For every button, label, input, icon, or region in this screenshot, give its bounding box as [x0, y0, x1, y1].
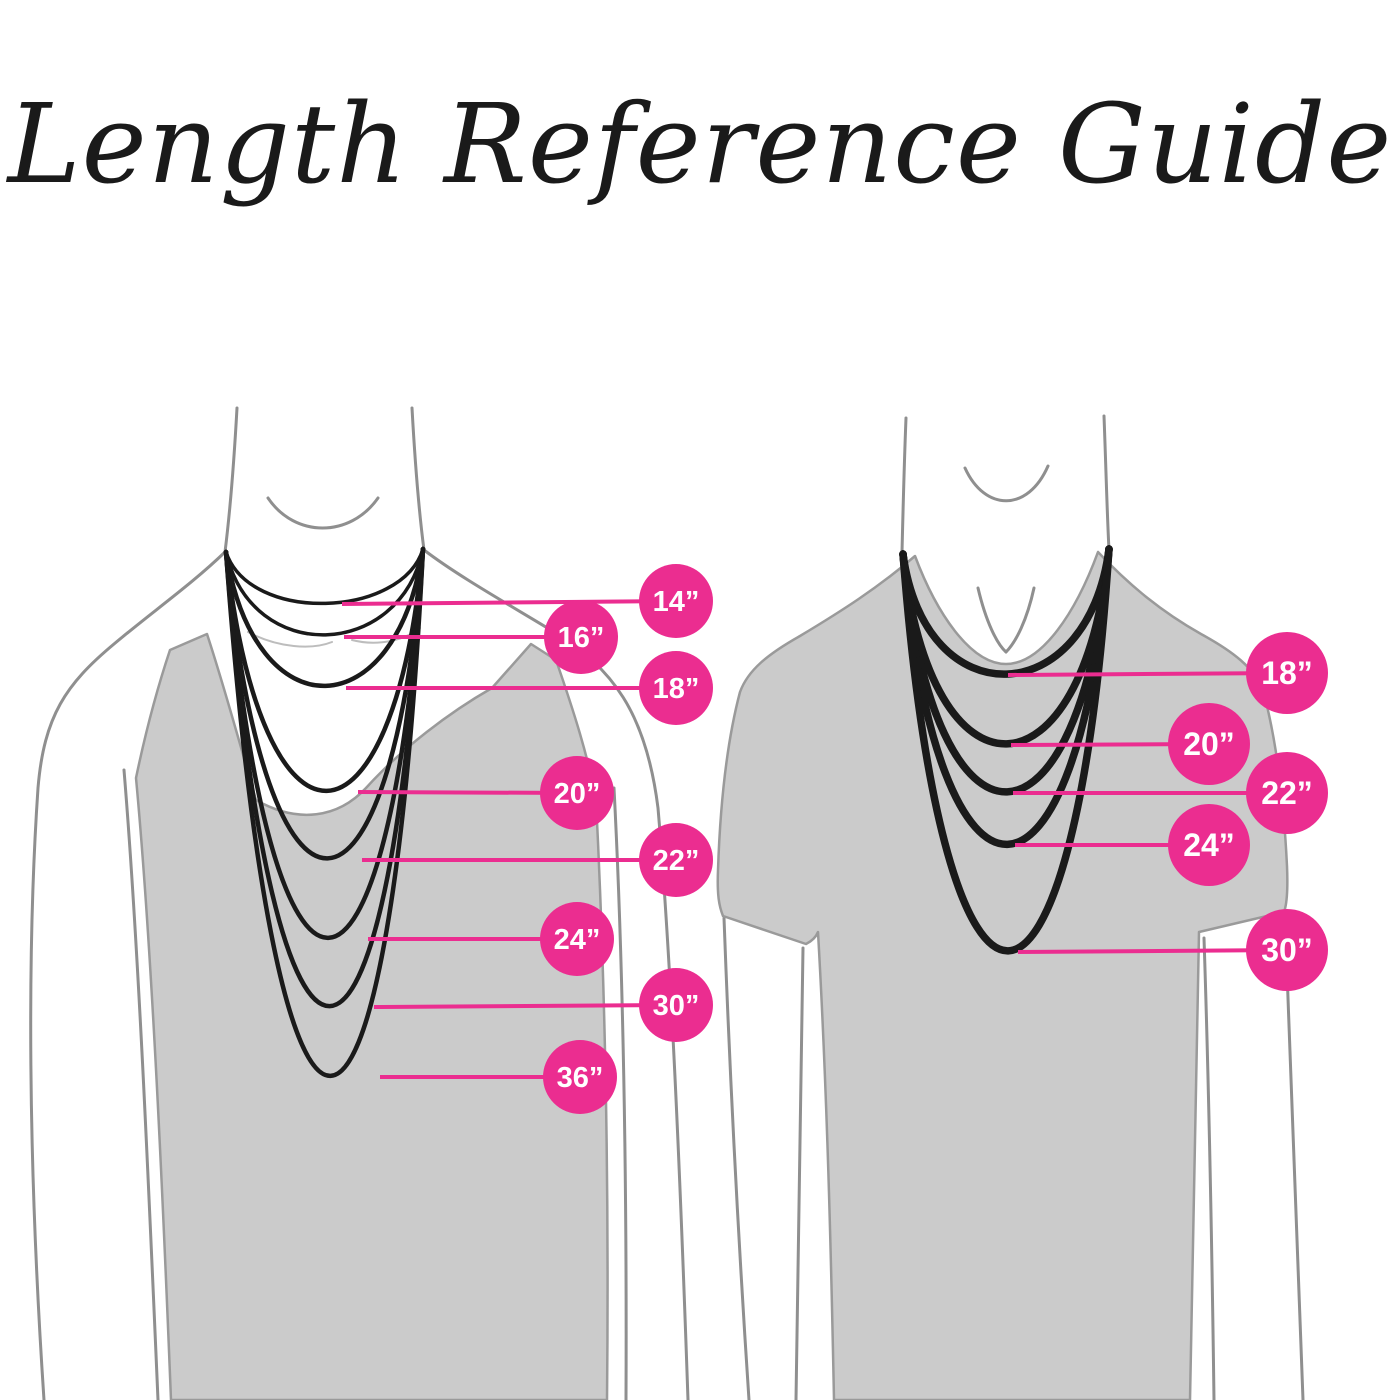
- necklace-30in: [223, 546, 426, 1009]
- badge-label-22in: 22”: [653, 845, 700, 877]
- measure-20in-male: 20”: [1010, 703, 1250, 785]
- female-shoulder-arm-left: [29, 550, 227, 1400]
- badge-label-30in: 30”: [653, 990, 700, 1022]
- necklace-20in: [223, 546, 426, 794]
- necklace-22in-male: [899, 545, 1113, 796]
- necklace-24in-male: [899, 545, 1113, 848]
- male-figure: 18” 20” 22” 24”: [716, 414, 1328, 1400]
- badge-label-16in: 16”: [558, 622, 605, 654]
- male-chin-curve: [963, 464, 1050, 503]
- badge-label-20in-male: 20”: [1183, 726, 1235, 762]
- measure-36in: 36”: [380, 1040, 617, 1114]
- measure-22in-male: 22”: [1013, 752, 1328, 834]
- male-neck-right-line: [1102, 414, 1111, 552]
- badge-14in: [639, 564, 713, 638]
- measure-18in-male: 18”: [1007, 632, 1328, 714]
- male-throat-line-left: [976, 586, 1008, 654]
- measure-20in: 20”: [357, 756, 614, 830]
- female-necklaces: [223, 546, 426, 1078]
- badge-18in-male: [1246, 632, 1328, 714]
- male-throat-line-right: [1004, 586, 1036, 654]
- badge-24in-male: [1168, 804, 1250, 886]
- badge-label-18in: 18”: [653, 673, 700, 705]
- necklace-24in: [223, 546, 426, 941]
- male-necklaces: [899, 545, 1113, 955]
- badge-22in: [639, 823, 713, 897]
- badge-18in: [639, 651, 713, 725]
- necklace-36in: [223, 546, 426, 1078]
- female-measure-labels: 14” 16” 18” 20”: [341, 564, 713, 1114]
- badge-20in: [540, 756, 614, 830]
- female-throat-curve: [266, 496, 380, 530]
- badge-label-24in: 24”: [554, 924, 601, 956]
- badge-24in: [540, 902, 614, 976]
- female-collarbone-left: [247, 631, 333, 648]
- badge-label-18in-male: 18”: [1261, 655, 1313, 691]
- badge-label-22in-male: 22”: [1261, 775, 1313, 811]
- badge-30in-male: [1246, 909, 1328, 991]
- badge-30in: [639, 968, 713, 1042]
- badge-22in-male: [1246, 752, 1328, 834]
- necklace-18in: [223, 546, 426, 689]
- male-forearm-left-inner: [794, 946, 805, 1400]
- necklace-14in: [224, 547, 425, 606]
- measure-line-30in-male: [1017, 948, 1288, 954]
- measure-30in-male: 30”: [1017, 909, 1328, 991]
- measure-line-14in: [341, 599, 677, 606]
- measure-24in: 24”: [368, 902, 614, 976]
- female-neck-right-line: [410, 406, 426, 552]
- female-skin-outline: [29, 406, 690, 1400]
- measure-line-30in: [373, 1003, 677, 1009]
- male-neck-left-line: [900, 416, 908, 554]
- badge-20in-male: [1168, 703, 1250, 785]
- female-tank-top: [134, 632, 609, 1400]
- female-neck-left-line: [223, 406, 239, 554]
- measure-14in: 14”: [341, 564, 713, 638]
- measure-22in: 22”: [362, 823, 713, 897]
- female-inner-arm-left: [122, 768, 160, 1400]
- measure-30in: 30”: [373, 968, 713, 1042]
- badge-16in: [544, 600, 618, 674]
- measure-line-18in-male: [1007, 671, 1288, 677]
- male-forearm-left-outer: [722, 916, 751, 1400]
- badge-label-14in: 14”: [653, 586, 700, 618]
- badge-label-20in: 20”: [554, 778, 601, 810]
- page-title: Length Reference Guide: [7, 80, 1393, 208]
- necklace-20in-male: [899, 545, 1113, 748]
- necklace-22in: [223, 546, 426, 861]
- necklace-16in: [224, 547, 425, 637]
- female-inner-arm-right: [612, 786, 628, 1400]
- female-figure: 14” 16” 18” 20”: [29, 406, 713, 1400]
- necklace-30in-male: [899, 545, 1113, 955]
- badge-label-30in-male: 30”: [1261, 932, 1313, 968]
- badge-label-24in-male: 24”: [1183, 827, 1235, 863]
- badge-label-36in: 36”: [557, 1062, 604, 1094]
- necklace-18in-male: [899, 545, 1113, 678]
- male-forearm-right-inner: [1202, 936, 1216, 1400]
- measure-16in: 16”: [344, 600, 618, 674]
- measure-24in-male: 24”: [1015, 804, 1250, 886]
- male-measure-labels: 18” 20” 22” 24”: [1007, 632, 1328, 991]
- measure-18in: 18”: [346, 651, 713, 725]
- badge-36in: [543, 1040, 617, 1114]
- female-shoulder-arm-right: [422, 548, 690, 1400]
